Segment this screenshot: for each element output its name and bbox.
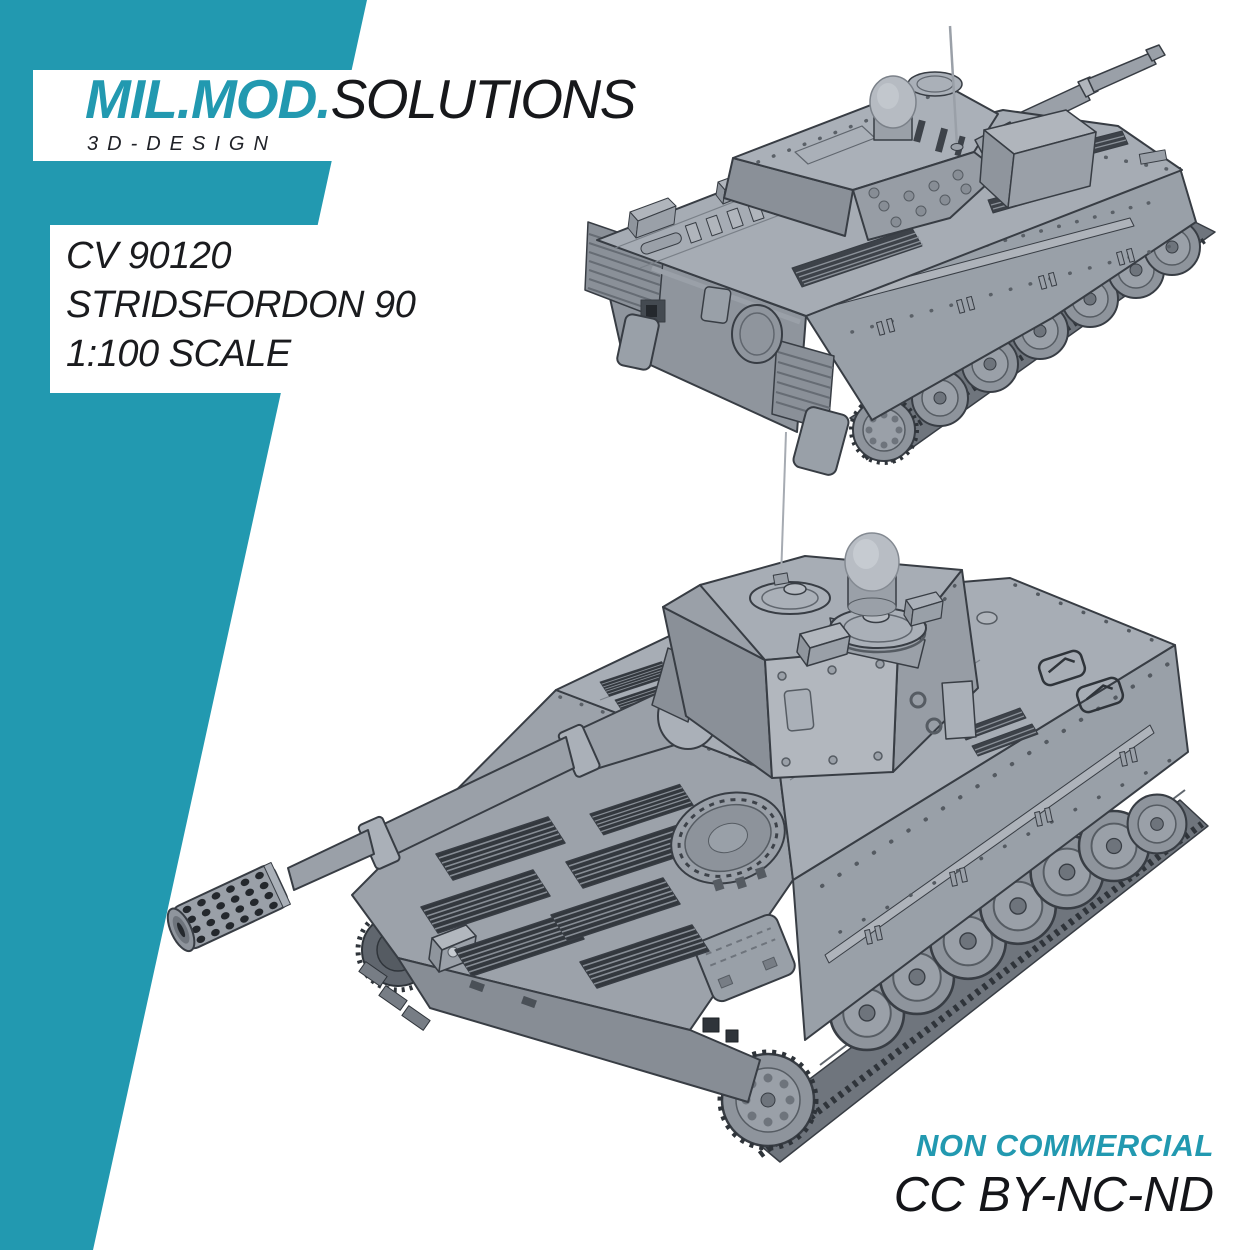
license-code: CC BY-NC-ND: [893, 1168, 1214, 1222]
model-name: CV 90120: [66, 235, 232, 277]
brand-logo-primary: MIL.MOD.: [85, 68, 332, 130]
model-scale: 1:100 SCALE: [66, 333, 291, 375]
brand-logo: MIL.MOD.SOLUTIONS: [33, 70, 642, 127]
license-restriction: NON COMMERCIAL: [915, 1128, 1214, 1163]
brand-tagline: 3D-DESIGN: [87, 133, 277, 155]
license-note: NON COMMERCIAL CC BY-NC-ND: [894, 1128, 1214, 1220]
logo-card: MIL.MOD.SOLUTIONS 3D-DESIGN: [33, 70, 642, 161]
brand-logo-secondary: SOLUTIONS: [330, 68, 637, 130]
model-info-card: CV 90120 STRIDSFORDON 90 1:100 SCALE: [50, 225, 460, 393]
model-fullname: STRIDSFORDON 90: [66, 284, 416, 326]
